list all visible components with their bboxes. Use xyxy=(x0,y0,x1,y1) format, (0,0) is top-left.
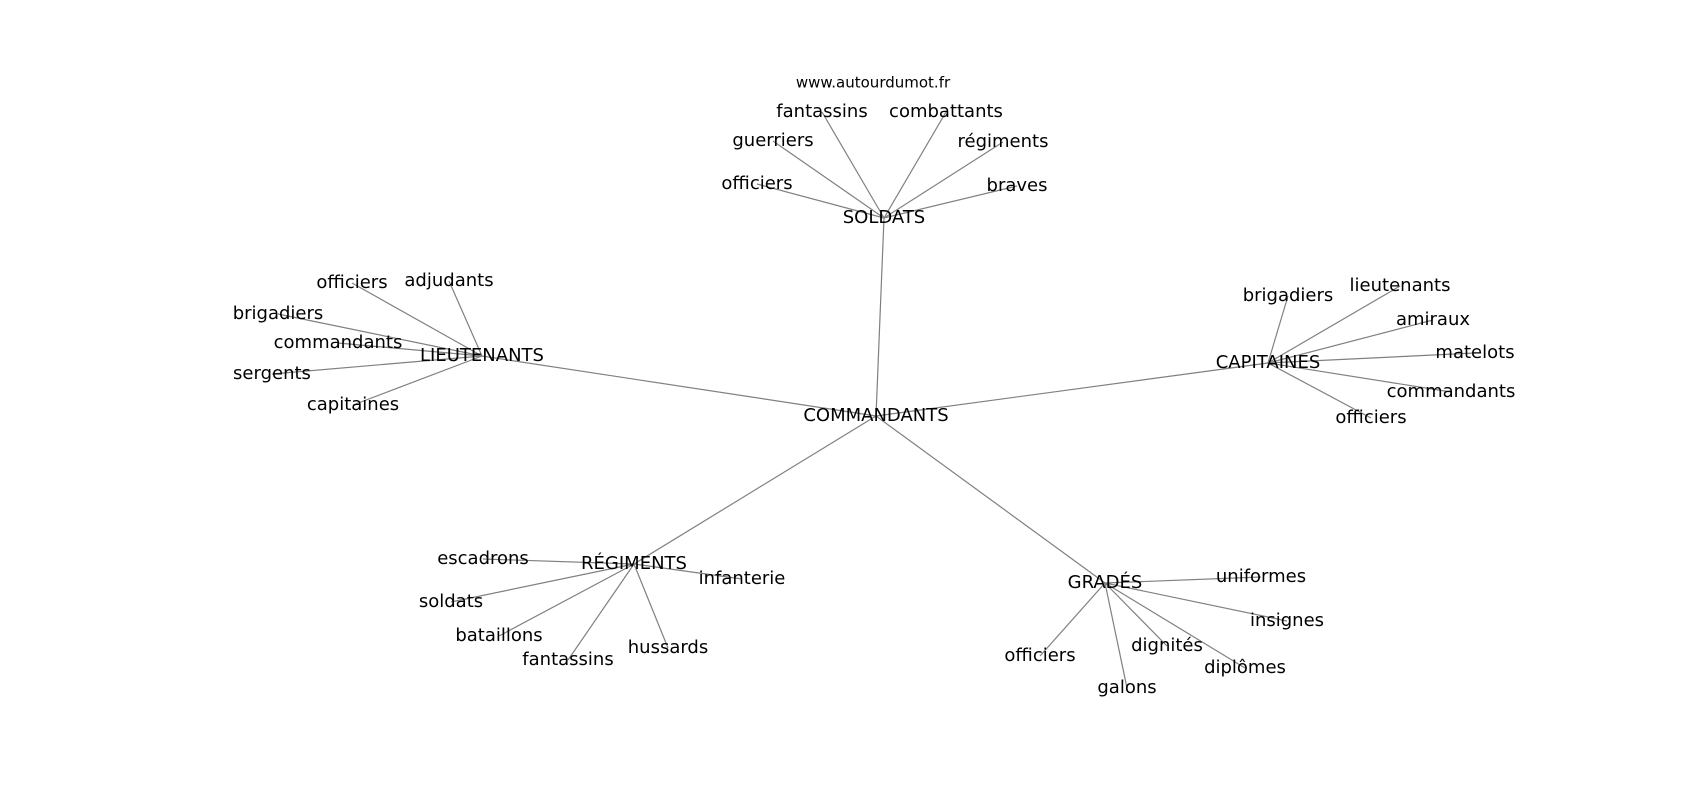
leaf-node[interactable]: sergents xyxy=(233,363,311,384)
edge-center-to-cluster xyxy=(875,362,1269,417)
edge-cluster-to-leaf xyxy=(482,558,635,565)
edge-cluster-to-leaf xyxy=(756,183,885,219)
leaf-node[interactable]: hussards xyxy=(628,637,709,658)
edge-cluster-to-leaf xyxy=(821,111,885,219)
leaf-node[interactable]: officiers xyxy=(316,272,387,293)
leaf-node[interactable]: galons xyxy=(1097,677,1156,698)
cluster-node[interactable]: CAPITAINES xyxy=(1216,352,1321,373)
edge-cluster-to-leaf xyxy=(633,563,669,649)
leaf-node[interactable]: fantassins xyxy=(776,101,867,122)
edge-cluster-to-leaf xyxy=(1267,285,1401,364)
leaf-node[interactable]: régiments xyxy=(958,131,1049,152)
edge-center-to-cluster xyxy=(633,415,877,565)
leaf-node[interactable]: fantassins xyxy=(522,649,613,670)
edge-cluster-to-leaf xyxy=(448,280,483,357)
leaf-node[interactable]: capitaines xyxy=(307,394,399,415)
edge-cluster-to-leaf xyxy=(271,355,483,375)
edge-center-to-cluster xyxy=(875,217,885,417)
edge-cluster-to-leaf xyxy=(1267,362,1372,419)
leaf-node[interactable]: commandants xyxy=(274,332,403,353)
leaf-node[interactable]: braves xyxy=(987,175,1048,196)
leaf-node[interactable]: diplômes xyxy=(1204,657,1286,678)
edge-cluster-to-leaf xyxy=(337,342,483,357)
edge-cluster-to-leaf xyxy=(277,313,483,357)
leaf-node[interactable]: escadrons xyxy=(437,548,529,569)
edge-cluster-to-leaf xyxy=(1039,582,1106,657)
leaf-node[interactable]: bataillons xyxy=(455,625,542,646)
edge-cluster-to-leaf xyxy=(772,140,885,219)
leaf-node[interactable]: insignes xyxy=(1250,610,1324,631)
edge-center-to-cluster xyxy=(875,415,1106,584)
edge-cluster-to-leaf xyxy=(498,563,635,637)
edge-cluster-to-leaf xyxy=(1104,582,1128,689)
edge-center-to-cluster xyxy=(481,355,877,417)
edge-cluster-to-leaf xyxy=(883,111,947,219)
edges xyxy=(271,111,1476,689)
edge-cluster-to-leaf xyxy=(1104,576,1262,584)
leaf-node[interactable]: matelots xyxy=(1435,342,1514,363)
leaf-node[interactable]: adjudants xyxy=(404,270,493,291)
edge-cluster-to-leaf xyxy=(1267,295,1289,364)
leaf-node[interactable]: dignités xyxy=(1131,635,1203,656)
cluster-node[interactable]: LIEUTENANTS xyxy=(420,345,544,366)
site-url-label[interactable]: www.autourdumot.fr xyxy=(796,74,951,92)
cluster-node[interactable]: RÉGIMENTS xyxy=(581,552,687,574)
leaf-node[interactable]: infanterie xyxy=(699,568,786,589)
edge-cluster-to-leaf xyxy=(1267,352,1476,364)
edge-cluster-to-leaf xyxy=(1267,319,1434,364)
center-node[interactable]: COMMANDANTS xyxy=(803,405,948,426)
edge-cluster-to-leaf xyxy=(567,563,635,661)
edge-cluster-to-leaf xyxy=(883,185,1018,219)
leaf-node[interactable]: officiers xyxy=(1335,407,1406,428)
edge-cluster-to-leaf xyxy=(1104,582,1168,647)
cluster-node[interactable]: GRADÉS xyxy=(1068,571,1143,593)
edge-cluster-to-leaf xyxy=(1267,362,1452,393)
cluster-node[interactable]: SOLDATS xyxy=(843,207,926,228)
edge-cluster-to-leaf xyxy=(352,355,483,406)
leaf-node[interactable]: uniformes xyxy=(1216,566,1306,587)
leaf-node[interactable]: combattants xyxy=(889,101,1003,122)
leaf-node[interactable]: lieutenants xyxy=(1350,275,1451,296)
edge-cluster-to-leaf xyxy=(351,282,483,357)
leaf-node[interactable]: amiraux xyxy=(1396,309,1470,330)
edge-cluster-to-leaf xyxy=(883,141,1004,219)
leaf-node[interactable]: brigadiers xyxy=(1243,285,1334,306)
leaf-node[interactable]: commandants xyxy=(1387,381,1516,402)
leaf-node[interactable]: soldats xyxy=(419,591,483,612)
edge-cluster-to-leaf xyxy=(450,563,635,603)
edge-cluster-to-leaf xyxy=(1104,582,1246,669)
edge-cluster-to-leaf xyxy=(1104,582,1288,622)
leaf-node[interactable]: officiers xyxy=(721,173,792,194)
leaf-node[interactable]: guerriers xyxy=(732,130,813,151)
leaf-node[interactable]: officiers xyxy=(1004,645,1075,666)
leaf-node[interactable]: brigadiers xyxy=(233,303,324,324)
edge-cluster-to-leaf xyxy=(633,563,743,580)
